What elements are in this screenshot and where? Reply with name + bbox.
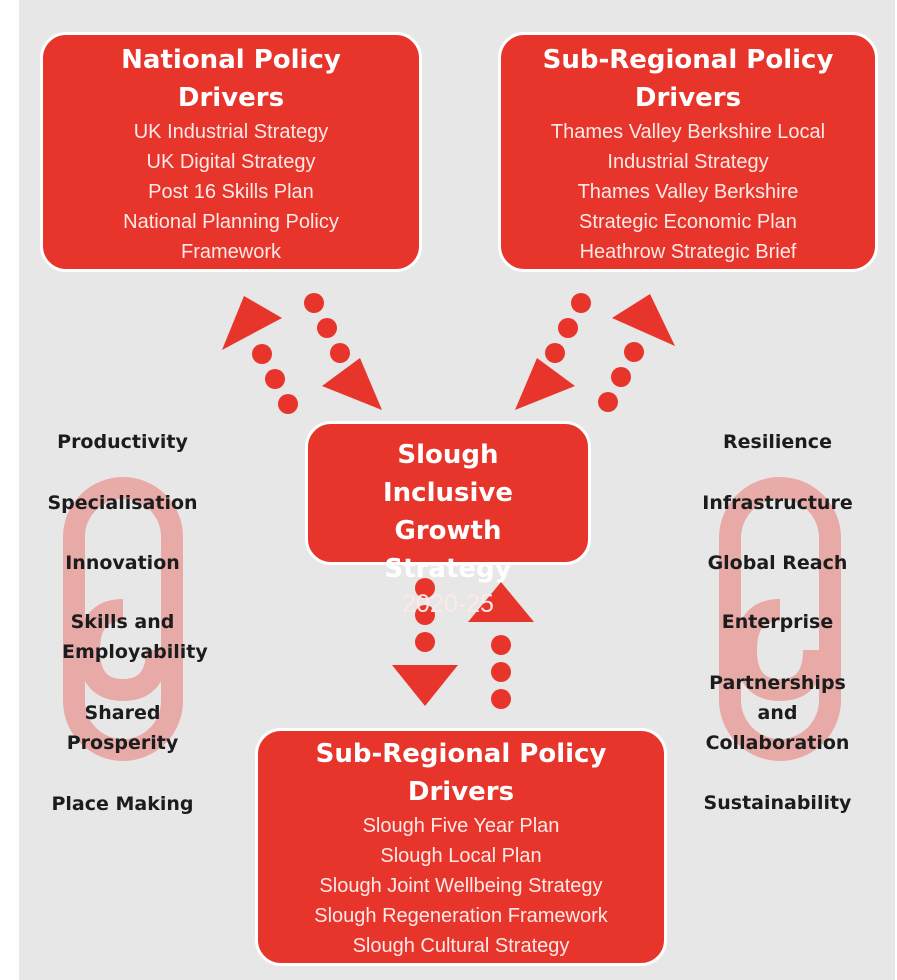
local-policy-title: Sub-Regional Policy Drivers (315, 739, 607, 807)
national-item: National Planning Policy Framework (123, 211, 339, 263)
national-policy-title: National Policy Drivers (121, 45, 341, 113)
subregional-policy-box: Sub-Regional Policy Drivers Thames Valle… (498, 32, 878, 272)
arrow-dot (491, 635, 511, 655)
theme-label: Enterprise (721, 611, 834, 633)
arrow-dot (558, 318, 578, 338)
arrow-down-left-head (515, 358, 575, 410)
arrow-up-head (468, 582, 534, 622)
watermark-logo-right (719, 477, 841, 761)
inclusive-growth-years: 2020-25 (402, 590, 494, 618)
inclusive-growth-title: Slough Inclusive Growth Strategy (383, 440, 513, 584)
local-item: Slough Cultural Strategy (352, 935, 570, 957)
theme-label: Resilience (723, 431, 832, 453)
left-themes: Productivity Specialisation Innovation S… (0, 0, 245, 980)
arrow-dot (278, 394, 298, 414)
inclusive-growth-strategy-box: Slough Inclusive Growth Strategy 2020-25 (305, 421, 591, 618)
arrow-dot (415, 632, 435, 652)
theme-label: Partnerships and Collaboration (705, 672, 850, 754)
theme-label: Innovation (65, 552, 180, 574)
theme-label: Sustainability (703, 792, 852, 814)
arrow-dot (304, 293, 324, 313)
theme-label: Global Reach (707, 552, 848, 574)
arrow-dot (330, 343, 350, 363)
local-policy-box: Sub-Regional Policy Drivers Slough Five … (255, 728, 667, 966)
arrow-dot (491, 689, 511, 709)
subregional-policy-title: Sub-Regional Policy Drivers (542, 45, 834, 113)
theme-label: Place Making (51, 793, 194, 815)
national-item: UK Digital Strategy (146, 151, 316, 173)
arrow-down-right-head (322, 358, 382, 410)
theme-label: Specialisation (47, 492, 198, 514)
theme-label: Shared Prosperity (66, 702, 179, 754)
arrow-dot (491, 662, 511, 682)
arrow-down-head (392, 665, 458, 706)
local-item: Slough Local Plan (380, 845, 542, 867)
arrow-dot (415, 578, 435, 598)
right-themes: Resilience Infrastructure Global Reach E… (658, 0, 897, 980)
theme-label: Productivity (57, 431, 188, 453)
national-policy-box: National Policy Drivers UK Industrial St… (40, 32, 422, 272)
arrow-up-left-head (222, 296, 282, 350)
watermark-logo-left (63, 477, 183, 761)
arrow-dot (545, 343, 565, 363)
subregional-item: Thames Valley Berkshire Strategic Econom… (577, 181, 799, 233)
local-item: Slough Regeneration Framework (314, 905, 608, 927)
local-item: Slough Five Year Plan (362, 815, 560, 837)
arrow-dot (265, 369, 285, 389)
arrow-dot (624, 342, 644, 362)
subregional-item: Thames Valley Berkshire Local Industrial… (550, 121, 826, 173)
local-item: Slough Joint Wellbeing Strategy (319, 875, 603, 897)
arrow-dot (611, 367, 631, 387)
national-item: Post 16 Skills Plan (148, 181, 314, 203)
arrow-up-right-head (612, 294, 675, 346)
arrow-dot (415, 605, 435, 625)
arrow-dot (317, 318, 337, 338)
arrow-dot (571, 293, 591, 313)
arrow-dot (252, 344, 272, 364)
arrow-dot (598, 392, 618, 412)
subregional-item: Heathrow Strategic Brief (579, 241, 797, 263)
theme-label: Infrastructure (702, 492, 853, 514)
theme-label: Skills and Employability (62, 611, 208, 663)
national-item: UK Industrial Strategy (133, 121, 329, 143)
